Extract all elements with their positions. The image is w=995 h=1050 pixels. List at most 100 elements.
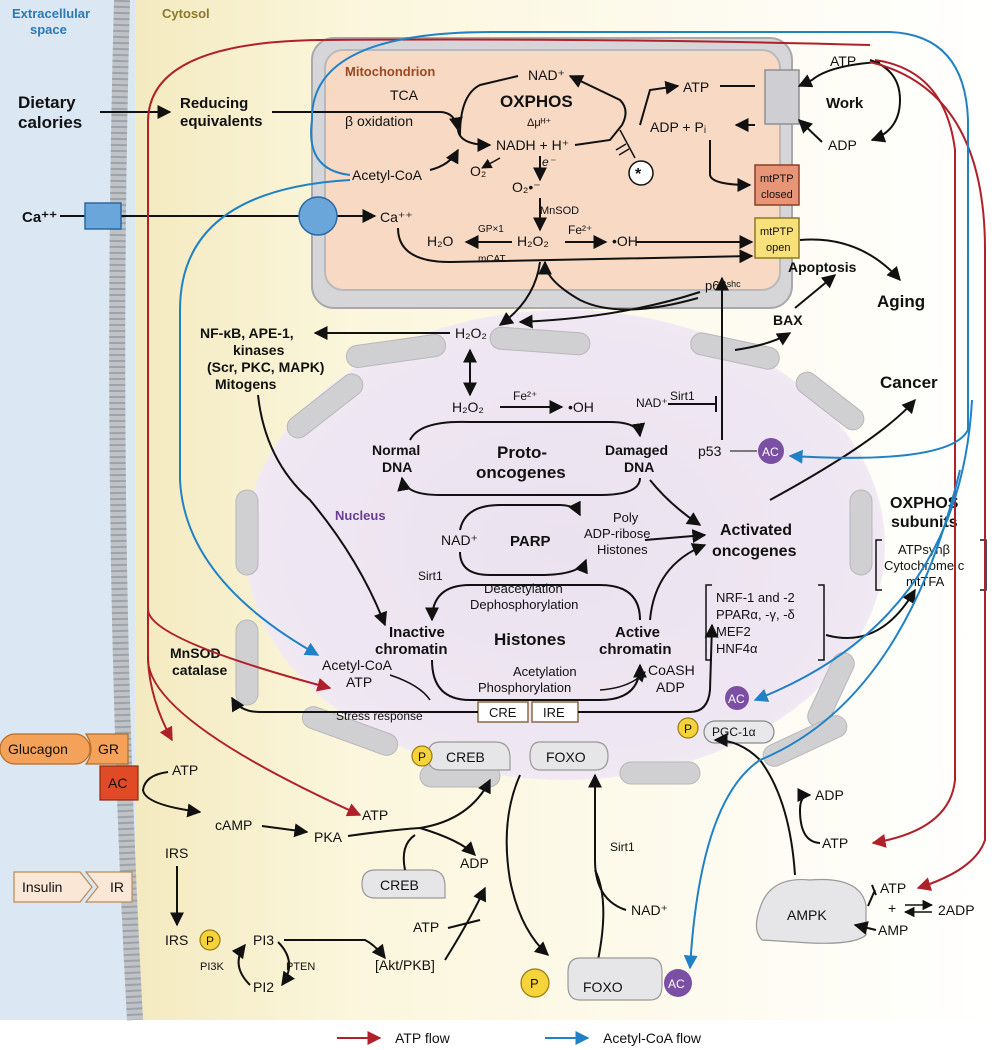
mnsod-catalase-2: catalase xyxy=(172,662,227,678)
ac-enzyme-shape xyxy=(99,765,139,801)
active-chromatin-2: chromatin xyxy=(599,641,672,658)
nuc-nad-sirt-label: NAD⁺ xyxy=(636,396,668,410)
ampk-input-atp: ATP xyxy=(880,880,906,896)
nuc-oh-label: •OH xyxy=(568,399,594,415)
acetyl-coa-flow-arrows xyxy=(179,30,973,970)
beta-oxidation-label: β oxidation xyxy=(345,113,413,129)
mito-atp-label: ATP xyxy=(683,79,709,95)
insulin-label: Insulin xyxy=(22,879,62,895)
adp-output-label: ADP xyxy=(828,137,857,153)
apoptosis-label: Apoptosis xyxy=(788,259,857,275)
mito-oh-label: •OH xyxy=(612,233,638,249)
pgc1a-ac-text: AC xyxy=(728,692,745,706)
creb-upper-label: CREB xyxy=(446,749,485,765)
mtptp-open-2: open xyxy=(766,242,790,254)
superoxide-label: O₂•⁻ xyxy=(512,179,541,195)
ac-enzyme-label: AC xyxy=(108,775,127,791)
atp-synthase xyxy=(764,69,800,125)
mitochondrion-label: Mitochondrion xyxy=(345,64,435,79)
pka-atp-label: ATP xyxy=(362,807,388,823)
nuc-adp-label: ADP xyxy=(656,679,685,695)
delta-mu-label: Δμᴴ⁺ xyxy=(527,117,551,129)
pgc1a-ac-badge xyxy=(725,686,749,710)
adp-pi-label: ADP + Pᵢ xyxy=(650,119,706,135)
two-adp-label: 2ADP xyxy=(938,902,975,918)
extracellular-label-2: space xyxy=(30,22,67,37)
nuc-atp-label: ATP xyxy=(346,674,372,690)
ac-atp-label: ATP xyxy=(172,762,198,778)
creb-lower-label: CREB xyxy=(380,877,419,893)
sirt1-top-label: Sirt1 xyxy=(670,389,695,403)
foxo-nad-label: NAD⁺ xyxy=(631,902,668,918)
tf-item-1: PPARα, -γ, -δ xyxy=(716,607,795,622)
activated-oncogenes-2: oncogenes xyxy=(712,543,797,560)
mnsod-mito-label: MnSOD xyxy=(540,205,579,217)
ire-label: IRE xyxy=(543,705,565,720)
foxo-upper-shape xyxy=(529,741,609,771)
glucagon-label: Glucagon xyxy=(8,741,68,757)
akt-label: [Akt/PKB] xyxy=(375,957,435,973)
nfkb-label-1: NF-κB, APE-1, xyxy=(200,325,294,341)
normal-dna-2: DNA xyxy=(382,459,412,475)
cre-label: CRE xyxy=(489,705,517,720)
oxphos-subunits-title-1: OXPHOS xyxy=(890,495,959,512)
p53-label: p53 xyxy=(698,443,722,459)
pten-label: PTEN xyxy=(286,961,315,973)
oxphos-subunit-0: ATPsynβ xyxy=(898,542,950,557)
aging-label: Aging xyxy=(877,292,925,311)
calcium-channel xyxy=(84,202,122,230)
h2o-label: H₂O xyxy=(427,233,454,249)
atp-output-label: ATP xyxy=(830,53,856,69)
ir-label: IR xyxy=(110,879,124,895)
tf-item-2: MEF2 xyxy=(716,624,751,639)
foxo-p-badge xyxy=(520,968,550,998)
atp-flow-arrows xyxy=(147,38,986,891)
p53-ac-text: AC xyxy=(762,445,779,459)
membrane-pattern xyxy=(109,0,143,1021)
ampk-amp-label: AMP xyxy=(878,922,908,938)
pka-adp-label: ADP xyxy=(460,855,489,871)
uncoupler-circle xyxy=(628,160,654,186)
ampk-label: AMPK xyxy=(787,907,827,923)
foxo-ac-text: AC xyxy=(668,977,685,991)
nadh-label: NADH + H⁺ xyxy=(496,137,569,153)
oxphos-subunits-title-2: subunits xyxy=(891,514,958,531)
pgc1a-p-text: P xyxy=(684,722,692,736)
irs-p-text: P xyxy=(206,934,214,948)
bax-label: BAX xyxy=(773,312,803,328)
nucleus-label: Nucleus xyxy=(335,508,386,523)
tca-label: TCA xyxy=(390,87,419,103)
ampk-shape xyxy=(755,878,867,944)
activated-oncogenes-1: Activated xyxy=(720,522,792,539)
irs-p-badge xyxy=(199,929,221,951)
pgc1a-p-badge xyxy=(677,717,699,739)
p53-ac-badge xyxy=(758,438,784,464)
parp-nad-label: NAD⁺ xyxy=(441,532,478,548)
foxo-lower-label: FOXO xyxy=(583,979,623,995)
pi2-label: PI2 xyxy=(253,979,274,995)
mtptp-closed-box xyxy=(754,164,800,206)
active-chromatin-1: Active xyxy=(615,624,660,641)
camp-label: cAMP xyxy=(215,817,252,833)
p66-label: p66ˢʰᶜ xyxy=(705,278,741,293)
nfkb-label-3: (Scr, PKC, MAPK) xyxy=(207,359,324,375)
nfkb-label-2: kinases xyxy=(233,342,285,358)
ampk-atp-label: ATP xyxy=(822,835,848,851)
creb-upper-shape xyxy=(427,741,511,771)
legend-atp-label: ATP flow xyxy=(395,1030,451,1046)
glucagon-shape xyxy=(0,733,91,765)
reducing-equivalents-label-1: Reducing xyxy=(180,95,248,112)
electron-label: e⁻ xyxy=(542,155,557,169)
legend-acetyl-label: Acetyl-CoA flow xyxy=(603,1030,702,1046)
nuc-acetyl-coa-label: Acetyl-CoA xyxy=(322,657,393,673)
cancer-label: Cancer xyxy=(880,373,938,392)
insulin-shape xyxy=(13,871,93,903)
creb-lower-shape xyxy=(361,869,446,899)
tf-item-0: NRF-1 and -2 xyxy=(716,590,795,605)
poly-label-2: ADP-ribose xyxy=(584,526,650,541)
foxo-p-text: P xyxy=(530,976,539,991)
dephosphorylation-label: Dephosphorylation xyxy=(470,597,578,612)
mtptp-closed-1: mtPTP xyxy=(760,173,794,185)
poly-label-3: Histones xyxy=(597,542,648,557)
